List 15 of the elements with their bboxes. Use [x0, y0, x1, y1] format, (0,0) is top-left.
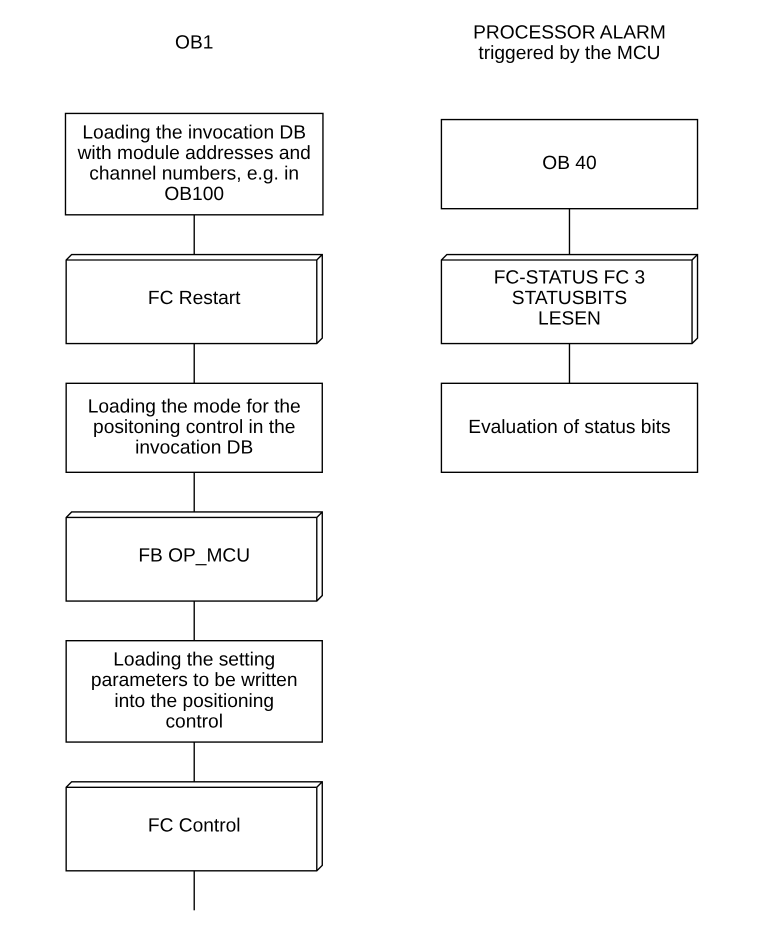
- node-box: OB 40: [440, 118, 698, 210]
- node-box: Loading the mode for the positoning control in the invocation DB: [65, 382, 323, 473]
- label: PROCESSOR ALARM triggered by the MCU: [473, 22, 666, 64]
- node-box: Loading the setting parameters to be written into the positioning control: [65, 640, 323, 743]
- node-box: Loading the invocation DB with module addresses and channel numbers, e.g. in OB100: [64, 112, 324, 216]
- connector: [194, 472, 195, 512]
- connector: [194, 215, 195, 254]
- connector: [568, 208, 570, 254]
- connector: [194, 871, 195, 910]
- connector: [194, 344, 195, 383]
- node-box: Evaluation of status bits: [440, 382, 698, 473]
- connector: [194, 601, 195, 641]
- label: OB1: [175, 32, 214, 54]
- connector: [194, 742, 195, 782]
- connector: [568, 344, 570, 383]
